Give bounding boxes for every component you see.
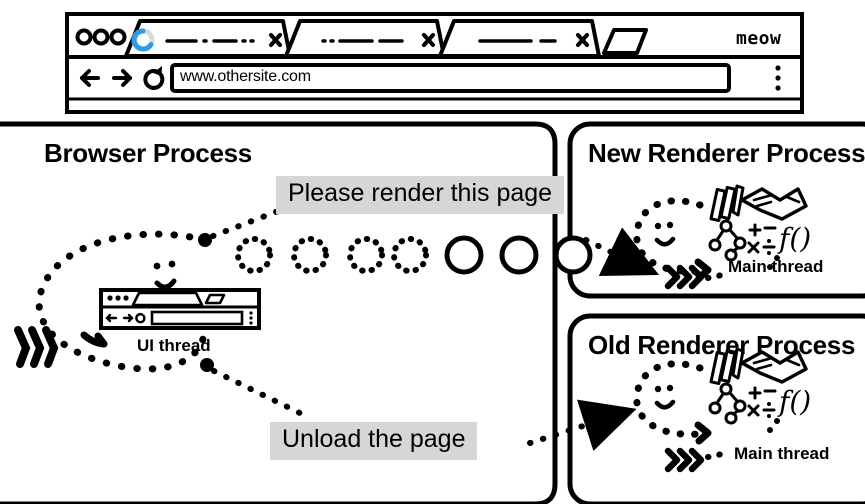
browser-process-title: Browser Process — [44, 138, 252, 168]
window-control-dots[interactable] — [75, 28, 127, 46]
new-renderer-character — [633, 197, 725, 290]
tab-active-close-icon[interactable] — [269, 33, 282, 47]
address-bar — [170, 63, 731, 93]
new-renderer-work-icons: f() — [708, 184, 811, 270]
ui-thread-browser-icon — [99, 288, 261, 330]
old-renderer-main-thread-label: Main thread — [734, 444, 830, 463]
unload-request-bubble: Unload the page — [270, 422, 478, 460]
render-request-leader-line — [198, 205, 289, 247]
forward-icon[interactable] — [112, 69, 132, 87]
new-renderer-process-title: New Renderer Process — [588, 138, 865, 168]
tab-3[interactable] — [438, 19, 601, 58]
back-icon[interactable] — [80, 69, 100, 87]
old-renderer-work-icons: f() — [708, 347, 811, 433]
tab-spinner-icon — [131, 28, 155, 52]
render-request-bubble: Please render this page — [276, 176, 565, 214]
unload-request-leader-line — [200, 358, 311, 420]
new-renderer-main-thread-label: Main thread — [728, 257, 824, 276]
arrow-to-new-renderer — [583, 227, 660, 277]
reload-icon[interactable] — [143, 66, 165, 90]
ipc-message-trail — [235, 235, 593, 275]
tab-active[interactable] — [124, 19, 292, 58]
address-bar-value[interactable]: www.othersite.com — [180, 68, 311, 85]
browser-brand-label: meow — [736, 28, 782, 49]
old-renderer-process-title: Old Renderer Process — [588, 330, 856, 360]
tab-2[interactable] — [284, 19, 446, 58]
tab-2-close-icon[interactable] — [422, 33, 435, 47]
svg-text:f(): f() — [777, 222, 811, 255]
browser-menu-icon[interactable] — [775, 65, 781, 91]
ui-thread-label: UI thread — [137, 336, 211, 355]
new-tab-button[interactable] — [602, 28, 648, 55]
ui-thread-character — [14, 230, 209, 373]
old-renderer-character — [633, 360, 725, 473]
arrow-to-old-renderer — [527, 399, 637, 452]
tab-3-close-icon[interactable] — [576, 33, 589, 47]
svg-text:f(): f() — [777, 385, 811, 418]
